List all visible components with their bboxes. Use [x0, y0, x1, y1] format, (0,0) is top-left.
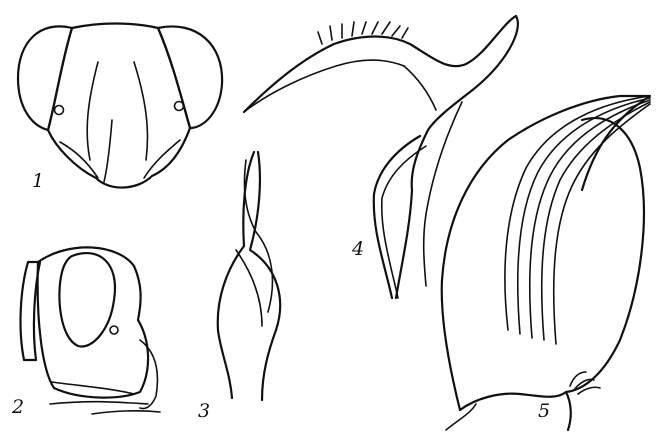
label-2: 2	[12, 398, 24, 417]
d1-ocellus-left	[55, 106, 64, 115]
d4-blade	[404, 66, 436, 110]
d4-inner-stem-2	[382, 146, 426, 298]
label-4: 4	[352, 240, 364, 259]
d2-mouthpart-3	[92, 411, 160, 414]
label-5: 5	[538, 402, 550, 421]
d2-head-outline	[38, 247, 148, 397]
d3-outer-left	[218, 152, 254, 398]
drawing-3-process	[218, 152, 280, 400]
d5-right-lobe	[566, 118, 644, 392]
drawing-2-head-side	[21, 247, 160, 414]
d2-mouthpart-2	[50, 402, 148, 404]
d5-lamella-2	[518, 98, 650, 334]
d1-clypeus-left	[87, 62, 98, 160]
d5-lamella-4	[542, 102, 650, 340]
d1-right-eye	[158, 26, 222, 128]
d1-ocellus-right	[175, 102, 184, 111]
label-3: 3	[198, 402, 210, 421]
d1-clypeus-right	[134, 62, 148, 160]
d2-ocellus	[110, 326, 118, 334]
d5-lamella-1	[505, 96, 650, 330]
d3-inner-1	[244, 160, 272, 312]
d5-lamella-5	[554, 104, 650, 344]
drawing-1-head-front	[18, 24, 222, 188]
d4-inner-stem	[374, 136, 420, 298]
d3-inner-2	[236, 250, 262, 326]
d1-left-eye	[18, 26, 72, 130]
label-1: 1	[32, 172, 44, 191]
d2-eye	[59, 253, 115, 346]
d5-outer-outline	[442, 96, 650, 410]
d5-base-lobe	[446, 404, 476, 430]
d4-bristles	[318, 22, 408, 44]
d3-outer-right	[250, 152, 280, 400]
d4-upper-edge	[244, 60, 404, 112]
drawing-4-hook	[244, 16, 518, 298]
drawing-5-lobe	[442, 96, 650, 430]
d1-clypeus-mid	[104, 120, 112, 182]
d1-face	[48, 24, 190, 188]
d5-base	[460, 392, 571, 430]
d1-mandible-left	[60, 142, 98, 178]
